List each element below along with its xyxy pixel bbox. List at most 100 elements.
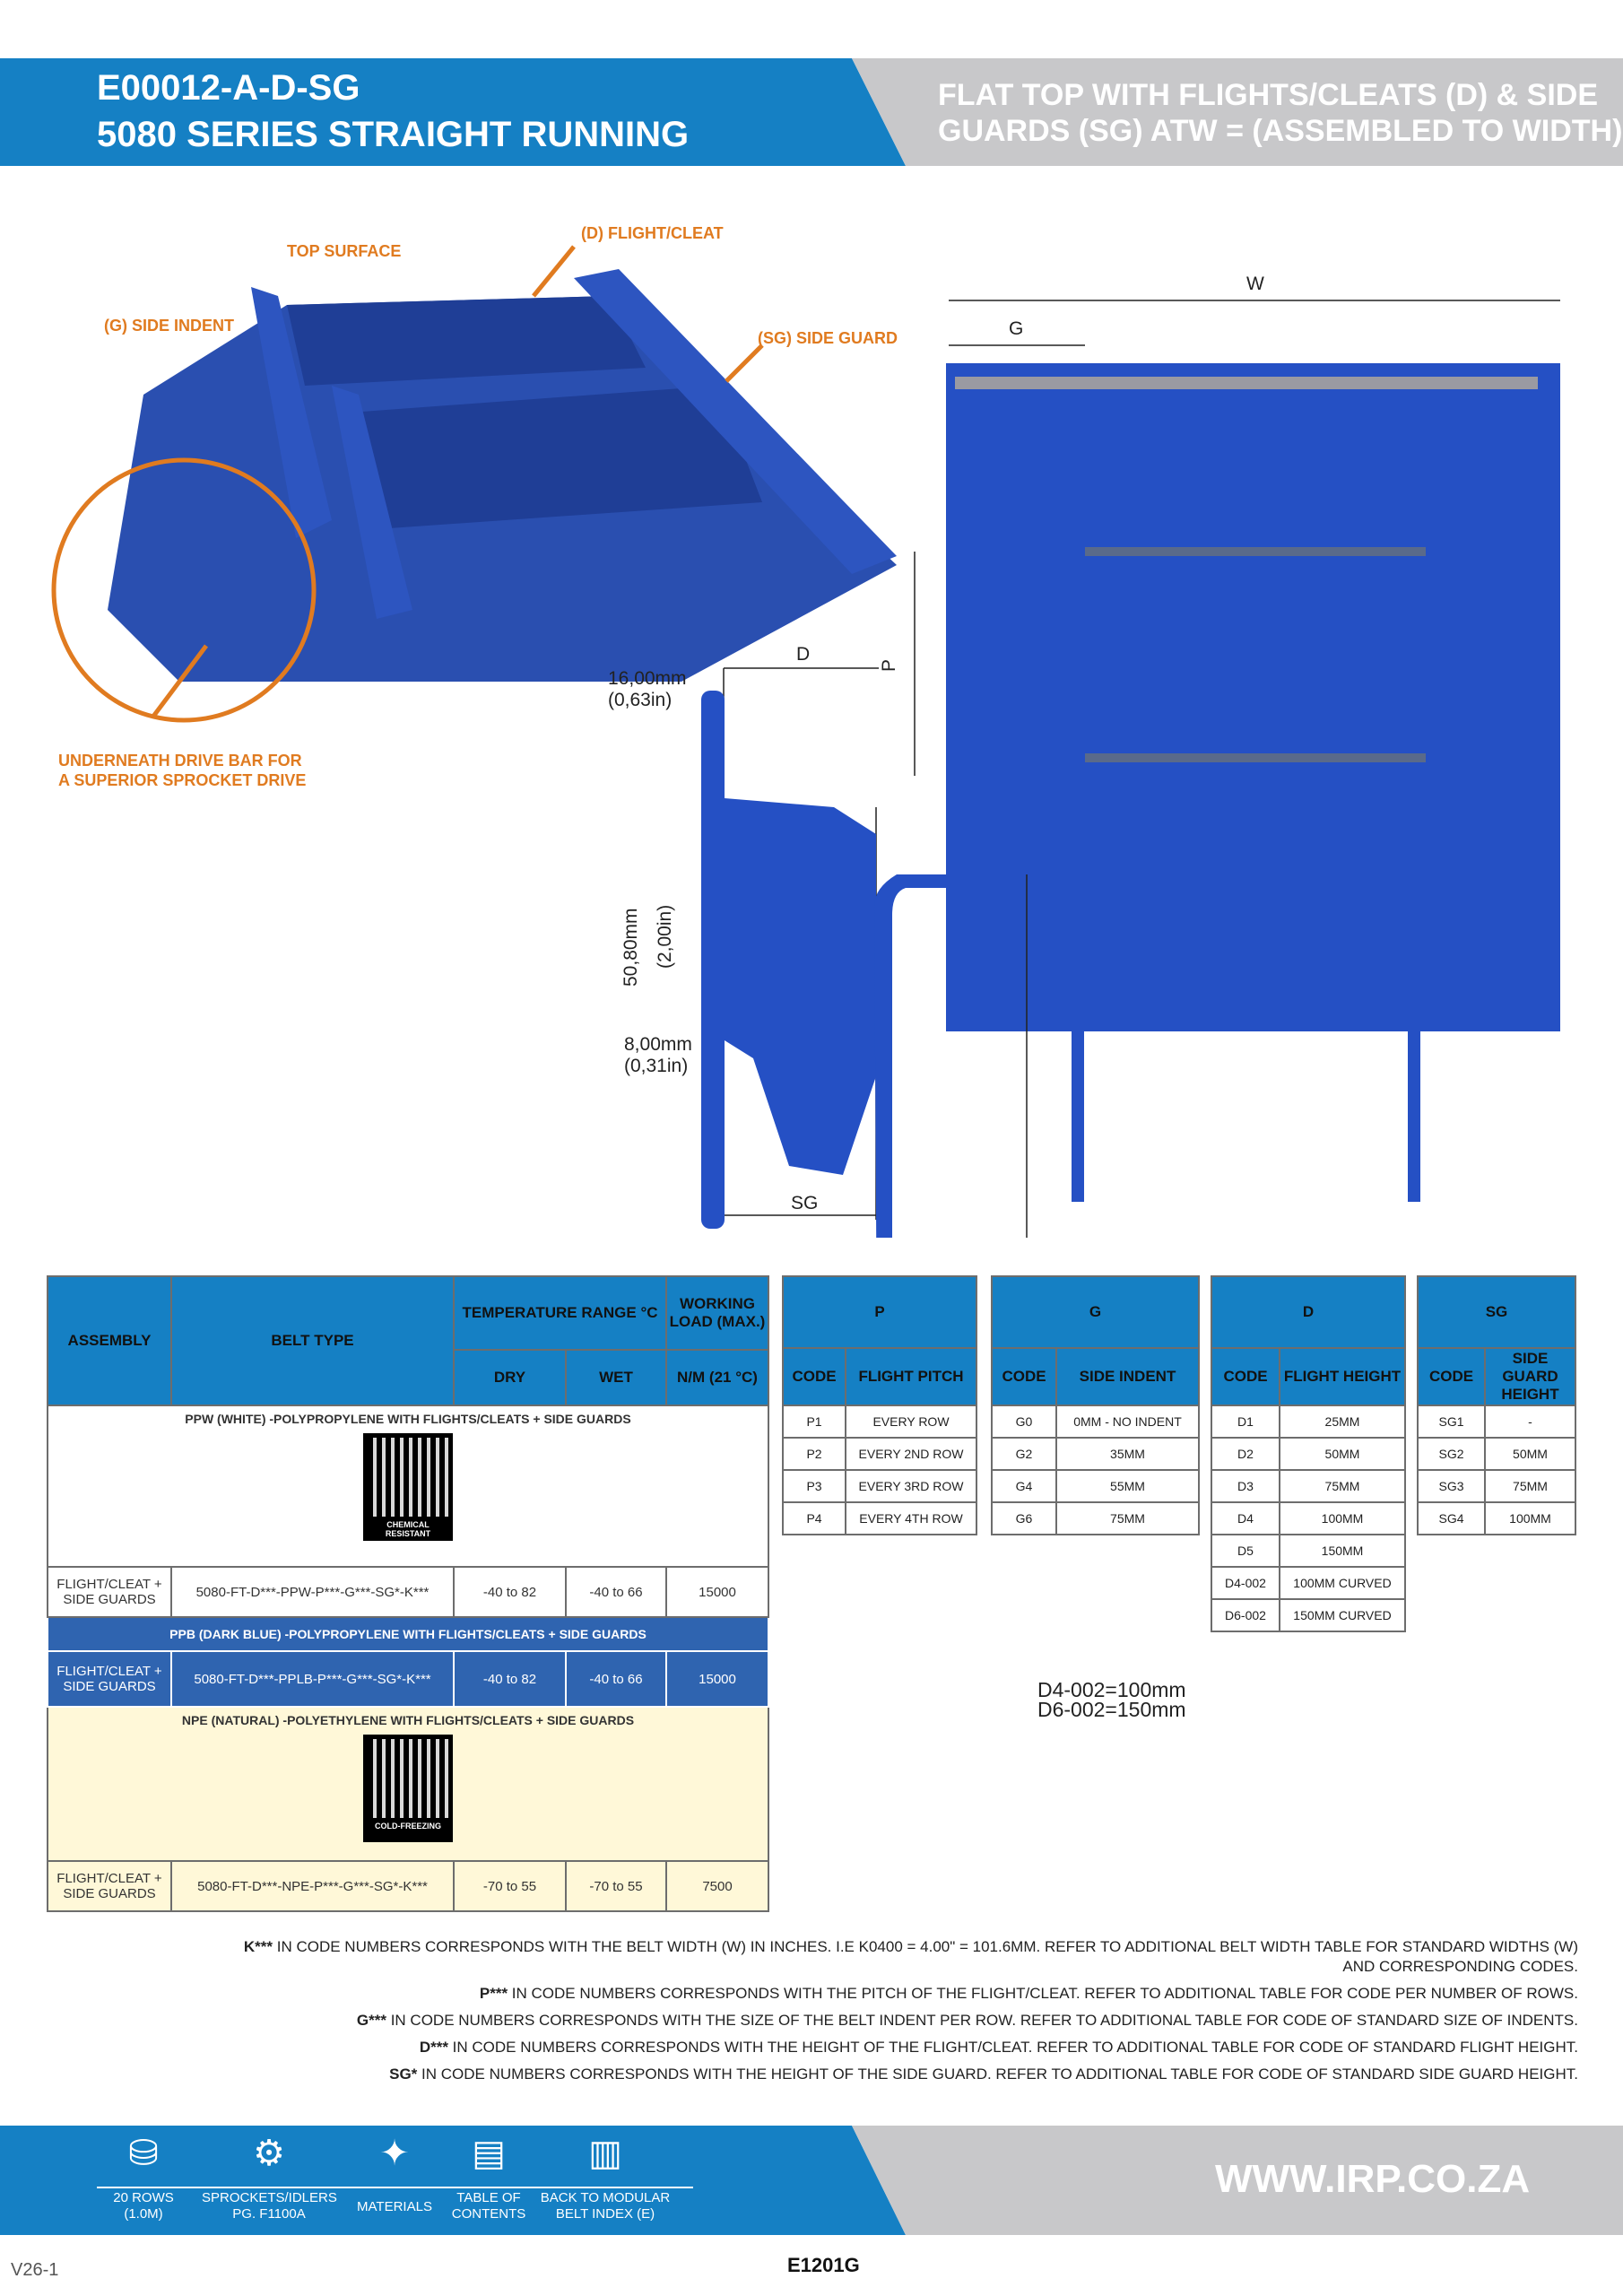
dim-value: D4-002=100mm <box>1037 1678 1186 1701</box>
cell-code: SG4 <box>1417 1501 1486 1535</box>
th-belt-type: BELT TYPE <box>170 1275 455 1406</box>
th-load-unit: N/M (21 °C) <box>665 1349 769 1406</box>
dim-value: 50,80mm <box>621 908 641 987</box>
website-link[interactable]: WWW.IRP.CO.ZA <box>1215 2157 1531 2201</box>
dim-value: 8,00mm <box>624 1034 692 1055</box>
qr-code[interactable]: COLD-FREEZING <box>363 1735 453 1842</box>
dim-sg: SG <box>791 1193 819 1213</box>
dim-p: P <box>879 658 900 673</box>
cell-code: G4 <box>991 1469 1057 1503</box>
cell-value: 55MM <box>1055 1469 1200 1503</box>
footer-link-line: 20 ROWS <box>113 2190 174 2205</box>
footnote: G*** IN CODE NUMBERS CORRESPONDS WITH TH… <box>233 2011 1578 2031</box>
th-code: CODE <box>1417 1347 1486 1406</box>
th-title: P <box>782 1275 977 1349</box>
materials-icon[interactable]: ✦ <box>379 2134 410 2173</box>
footnote-text: IN CODE NUMBERS CORRESPONDS WITH THE HEI… <box>447 2039 1578 2056</box>
cell-value: 150MM <box>1279 1534 1406 1568</box>
cell-code: D4 <box>1211 1501 1280 1535</box>
footnote-text: IN CODE NUMBERS CORRESPONDS WITH THE BEL… <box>273 1938 1578 1975</box>
cell-dry: -70 to 55 <box>453 1860 567 1912</box>
cell-load: 15000 <box>665 1650 769 1708</box>
dim-pitch-in: (2,00in) <box>655 904 675 969</box>
cell-belt: 5080-FT-D***-NPE-P***-G***-SG*-K*** <box>170 1860 455 1912</box>
rolls-icon[interactable]: ⛁ <box>128 2134 159 2173</box>
label-side-guard: (SG) SIDE GUARD <box>758 329 898 347</box>
th-col: SIDE INDENT <box>1055 1347 1200 1406</box>
footnote-key: G*** <box>356 2012 386 2029</box>
cell-code: D1 <box>1211 1405 1280 1439</box>
footer-band <box>0 2126 906 2235</box>
footnote-text: IN CODE NUMBERS CORRESPONDS WITH THE SIZ… <box>386 2012 1578 2029</box>
cell-belt: 5080-FT-D***-PPLB-P***-G***-SG*-K*** <box>170 1650 455 1708</box>
cell-value: 150MM CURVED <box>1279 1598 1406 1632</box>
footer-divider <box>97 2187 693 2188</box>
footer-link-line: MATERIALS <box>357 2199 432 2214</box>
cell-dry: -40 to 82 <box>453 1566 567 1618</box>
cell-wet: -70 to 55 <box>565 1860 667 1912</box>
cell-code: D5 <box>1211 1534 1280 1568</box>
cell-code: D6-002 <box>1211 1598 1280 1632</box>
dim-w: W <box>1246 274 1264 294</box>
cell-load: 15000 <box>665 1566 769 1618</box>
th-col: SIDE GUARD HEIGHT <box>1484 1347 1576 1406</box>
desc-line: GUARDS (SG) ATW = (ASSEMBLED TO WIDTH) <box>938 114 1623 148</box>
belt-side-view <box>701 667 879 1229</box>
label-top-surface: TOP SURFACE <box>287 242 402 260</box>
cell-value: EVERY 3RD ROW <box>845 1469 977 1503</box>
dim-value: (0,63in) <box>608 690 673 710</box>
cell-wet: -40 to 66 <box>565 1566 667 1618</box>
cell-code: SG1 <box>1417 1405 1486 1439</box>
cell-code: P2 <box>782 1437 846 1471</box>
footer-link[interactable]: 20 ROWS(1.0M) <box>76 2190 211 2222</box>
cell-value: 100MM <box>1484 1501 1576 1535</box>
qr-caption: CHEMICAL RESISTANT <box>385 1520 431 1538</box>
cell-code: SG2 <box>1417 1437 1486 1471</box>
footnote-key: P*** <box>479 1985 508 2002</box>
cell-value: 35MM <box>1055 1437 1200 1471</box>
cell-code: D4-002 <box>1211 1566 1280 1600</box>
th-assembly: ASSEMBLY <box>47 1275 172 1406</box>
group-npe: NPE (NATURAL) -POLYETHYLENE WITH FLIGHTS… <box>47 1706 769 1862</box>
footnote-text: IN CODE NUMBERS CORRESPONDS WITH THE PIT… <box>508 1985 1578 2002</box>
gear-icon[interactable]: ⚙ <box>253 2134 285 2173</box>
qr-code[interactable]: CHEMICAL RESISTANT <box>363 1433 453 1541</box>
th-code: CODE <box>991 1347 1057 1406</box>
footer-link[interactable]: MATERIALS <box>327 2199 462 2215</box>
index-icon[interactable]: ▥ <box>588 2134 622 2173</box>
cell-code: SG3 <box>1417 1469 1486 1503</box>
cell-value: EVERY 2ND ROW <box>845 1437 977 1471</box>
footnote-text: IN CODE NUMBERS CORRESPONDS WITH THE HEI… <box>417 2066 1578 2083</box>
footnote: D*** IN CODE NUMBERS CORRESPONDS WITH TH… <box>233 2038 1578 2057</box>
curved-flight-profile <box>874 874 1028 1238</box>
version-label: V26-1 <box>11 2260 59 2280</box>
desc-line: FLAT TOP WITH FLIGHTS/CLEATS (D) & SIDE <box>938 78 1598 112</box>
dim-d: D <box>796 644 811 665</box>
th-col: FLIGHT HEIGHT <box>1279 1347 1406 1406</box>
cell-value: 25MM <box>1279 1405 1406 1439</box>
cell-assembly: FLIGHT/CLEAT + SIDE GUARDS <box>47 1650 172 1708</box>
page-code: E1201G <box>787 2254 860 2276</box>
footer-link-line: SPROCKETS/IDLERS <box>202 2190 337 2205</box>
document-icon[interactable]: ▤ <box>472 2134 506 2173</box>
group-ppb: PPB (DARK BLUE) -POLYPROPYLENE WITH FLIG… <box>47 1616 769 1652</box>
footer-link-line: TABLE OF <box>456 2190 521 2205</box>
cell-code: G0 <box>991 1405 1057 1439</box>
dim-value: 16,00mm <box>608 668 687 689</box>
